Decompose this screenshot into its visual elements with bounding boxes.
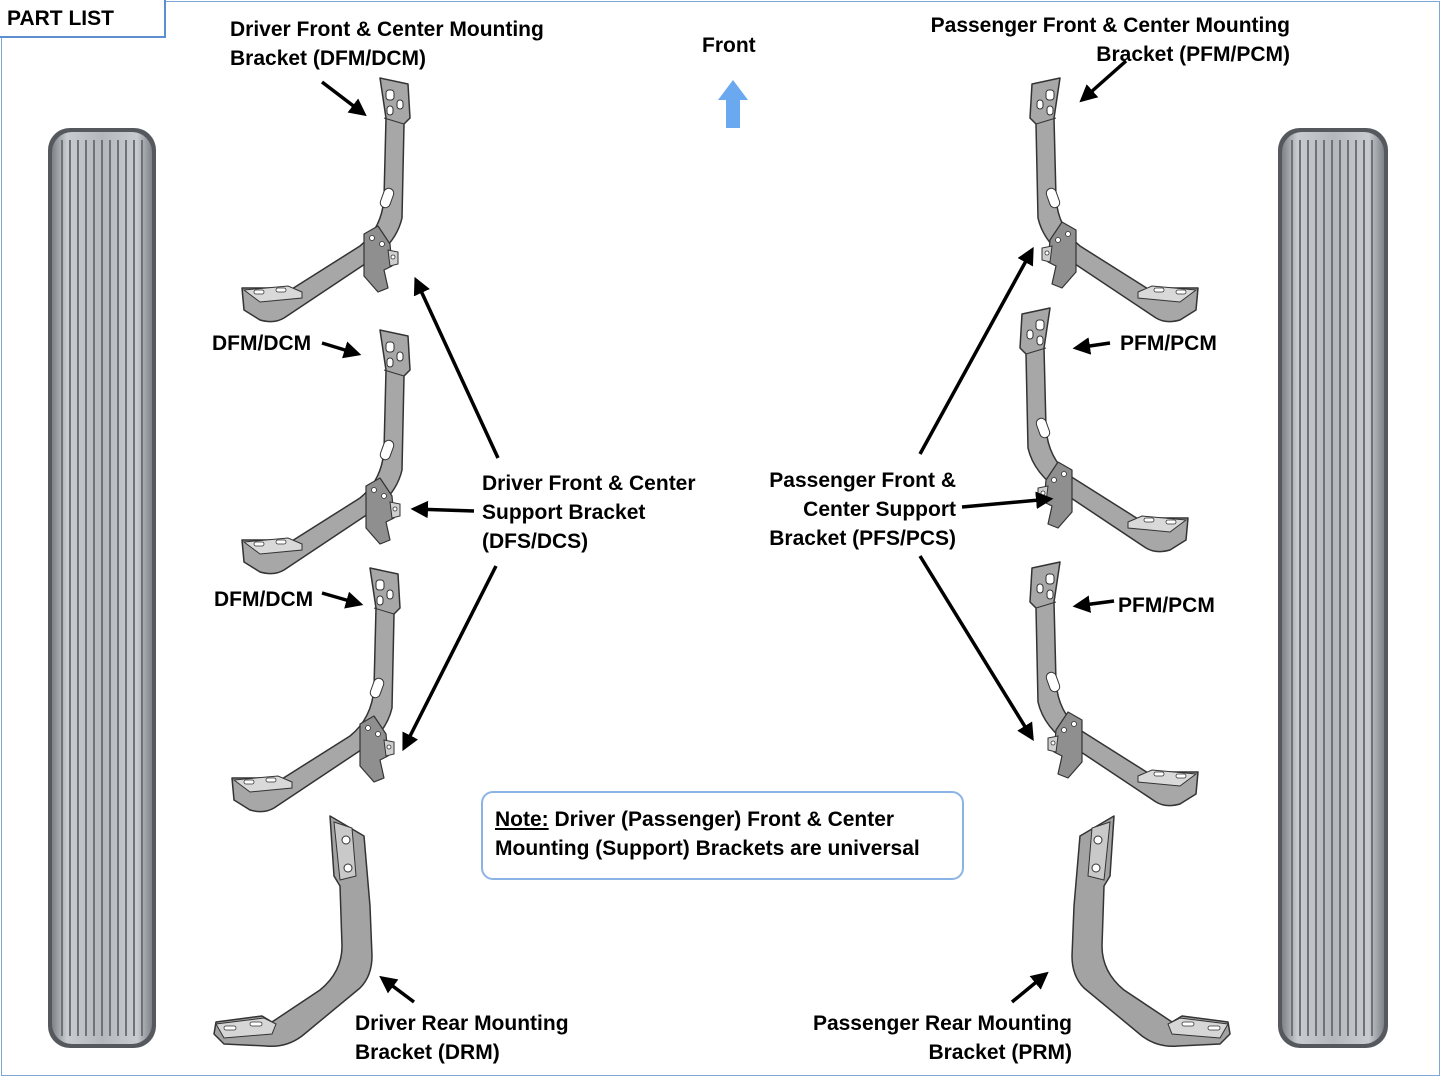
drm-label: Driver Rear Mounting Bracket (DRM) [355, 1012, 569, 1064]
note-line-1: Driver (Passenger) Front & Center [548, 808, 895, 831]
part-list-title: PART LIST [7, 7, 114, 30]
driver-rear-bracket [213, 815, 373, 1048]
left-running-board [48, 128, 156, 1048]
dfm-label-2: DFM/DCM [214, 588, 314, 611]
prm-label: Passenger Rear Mounting Bracket (PRM) [812, 1012, 1072, 1064]
dfm-label-1: DFM/DCM [212, 332, 312, 355]
dfm-title-label: Driver Front & Center Mounting Bracket (… [230, 18, 544, 70]
note-text: Note: Driver (Passenger) Front & Center … [495, 805, 920, 863]
part-list-header: PART LIST [0, 0, 166, 38]
pfm-title-label: Passenger Front & Center Mounting Bracke… [930, 14, 1290, 66]
note-line-2: Mounting (Support) Brackets are universa… [495, 837, 920, 860]
passenger-rear-bracket [1071, 815, 1231, 1048]
pfs-label: Passenger Front & Center Support Bracket… [769, 469, 956, 550]
note-prefix: Note: [495, 808, 549, 831]
right-running-board [1278, 128, 1388, 1048]
dfs-label: Driver Front & Center Support Bracket (D… [482, 472, 696, 553]
front-label: Front [702, 34, 756, 57]
pfm-label-2: PFM/PCM [1118, 594, 1215, 617]
pointer-arrows [320, 59, 1128, 1004]
pfm-label-1: PFM/PCM [1120, 332, 1217, 355]
front-arrow-icon [718, 80, 748, 128]
note-box: Note: Driver (Passenger) Front & Center … [481, 791, 964, 880]
driver-support-bracket-3 [359, 715, 395, 783]
